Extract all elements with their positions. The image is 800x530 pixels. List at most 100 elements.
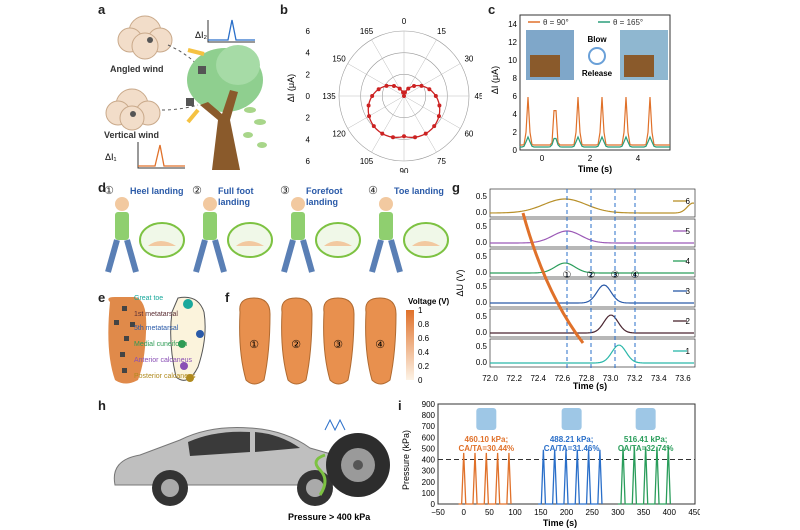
walker-icon xyxy=(105,197,139,273)
i-ytick: 300 xyxy=(422,467,436,476)
polar-point xyxy=(402,94,406,98)
colorbar-tick: 0.6 xyxy=(418,334,430,343)
polar-point xyxy=(427,87,432,92)
g-ytick: 0.0 xyxy=(476,268,488,277)
polar-point xyxy=(402,134,406,139)
insole-region-label: Great toe xyxy=(134,295,163,302)
c-ytick: 10 xyxy=(508,56,517,65)
polar-point xyxy=(412,83,417,88)
i-xtick: 400 xyxy=(663,508,677,517)
c-ytick: 2 xyxy=(513,128,518,137)
panel-i-xlabel: Time (s) xyxy=(543,518,577,528)
i-xtick: 0 xyxy=(461,508,466,517)
series-theta-165 xyxy=(519,135,670,148)
polar-radial-tick: 4 xyxy=(306,135,311,144)
polar-angle-label: 165 xyxy=(360,27,374,36)
insole-region-label: 5th metatarsal xyxy=(134,325,179,332)
delta-i1-label: ΔI₁ xyxy=(105,152,117,162)
polar-angle-label: 30 xyxy=(464,55,473,64)
g-ytick: 0.5 xyxy=(476,222,488,231)
voltage-colorbar xyxy=(406,310,414,380)
colorbar-tick: 1 xyxy=(418,306,423,315)
g-channel-series xyxy=(490,230,694,244)
panel-g-chart: ΔU (V) Time (s) 0.50.060.50.050.50.040.5… xyxy=(455,188,696,391)
g-channel-frame xyxy=(489,248,696,278)
polar-angle-label: 150 xyxy=(332,55,346,64)
g-channel-label: 6 xyxy=(686,197,691,206)
polar-point xyxy=(437,103,442,108)
polar-ylabel: ΔI (μA) xyxy=(286,74,296,102)
colorbar-title: Voltage (V) xyxy=(408,297,450,306)
polar-angle-label: 60 xyxy=(464,130,473,139)
gait-step-number: ④ xyxy=(368,185,378,197)
i-frame xyxy=(437,403,696,505)
cycle-arrows-icon xyxy=(588,47,606,65)
polar-point xyxy=(370,94,375,98)
panel-c-xlabel: Time (s) xyxy=(578,164,612,174)
g-phase-label: ① xyxy=(563,270,572,281)
polar-point xyxy=(413,135,418,140)
g-ytick: 0.0 xyxy=(476,238,488,247)
walker-icon xyxy=(369,197,403,273)
polar-angle-label: 105 xyxy=(360,157,374,166)
seat-icon xyxy=(476,408,497,430)
i-xtick: 300 xyxy=(611,508,625,517)
polar-point xyxy=(432,124,437,129)
polar-point xyxy=(433,94,438,98)
sensor-top xyxy=(198,66,206,74)
polar-radial-tick: 2 xyxy=(306,70,311,79)
angled-wind-cloud-icon xyxy=(117,15,173,60)
insole-region-label: Medial cuneiform xyxy=(134,341,187,348)
polar-angle-label: 75 xyxy=(437,157,446,166)
i-ytick: 400 xyxy=(422,456,436,465)
i-pressure-series xyxy=(617,446,671,505)
legend-theta-165: θ = 165° xyxy=(613,18,643,27)
polar-point xyxy=(423,131,428,136)
foot-zoom-circle xyxy=(403,222,449,258)
g-ytick: 0.5 xyxy=(476,192,488,201)
g-channel-label: 5 xyxy=(686,227,691,236)
g-phase-label: ④ xyxy=(631,270,640,281)
polar-point xyxy=(376,87,381,92)
g-channel-series xyxy=(490,344,694,364)
car-icon xyxy=(113,427,361,506)
i-ytick: 100 xyxy=(422,489,436,498)
i-xtick: 200 xyxy=(560,508,574,517)
polar-radial-tick: 0 xyxy=(306,92,311,101)
g-ytick: 0.0 xyxy=(476,358,488,367)
g-xtick: 72.8 xyxy=(579,374,595,383)
i-ytick: 600 xyxy=(422,433,436,442)
insole-region-label: Posterior calcaneus xyxy=(134,373,196,380)
g-channel-series xyxy=(489,198,694,214)
i-group-ratio: CA/TA=32.74% xyxy=(618,444,674,453)
gait-step-number: ① xyxy=(104,185,114,197)
sensor-wire xyxy=(314,453,327,496)
g-xtick: 73.6 xyxy=(675,374,691,383)
g-channel-label: 2 xyxy=(686,317,691,326)
g-channel-label: 3 xyxy=(686,287,691,296)
i-ytick: 900 xyxy=(422,400,436,409)
polar-point xyxy=(371,124,376,129)
g-ytick: 0.0 xyxy=(476,328,488,337)
g-progression-arrow xyxy=(521,212,585,344)
c-xtick: 2 xyxy=(588,154,593,163)
g-xtick: 72.6 xyxy=(555,374,571,383)
g-ytick: 0.5 xyxy=(476,312,488,321)
release-label: Release xyxy=(582,69,613,78)
polar-point xyxy=(401,90,406,95)
panel-label-i: i xyxy=(398,398,402,413)
polar-point xyxy=(390,135,395,140)
i-ytick: 500 xyxy=(422,444,436,453)
polar-point xyxy=(384,83,389,88)
panel-label-h: h xyxy=(98,398,106,413)
foot-map-number: ④ xyxy=(375,339,385,351)
seat-icon xyxy=(635,408,656,430)
c-ytick: 12 xyxy=(508,38,517,47)
g-channel-label: 4 xyxy=(686,257,691,266)
i-pressure-series xyxy=(538,449,603,505)
panel-c-frame xyxy=(519,14,671,151)
polar-radial-tick: 6 xyxy=(306,27,311,36)
